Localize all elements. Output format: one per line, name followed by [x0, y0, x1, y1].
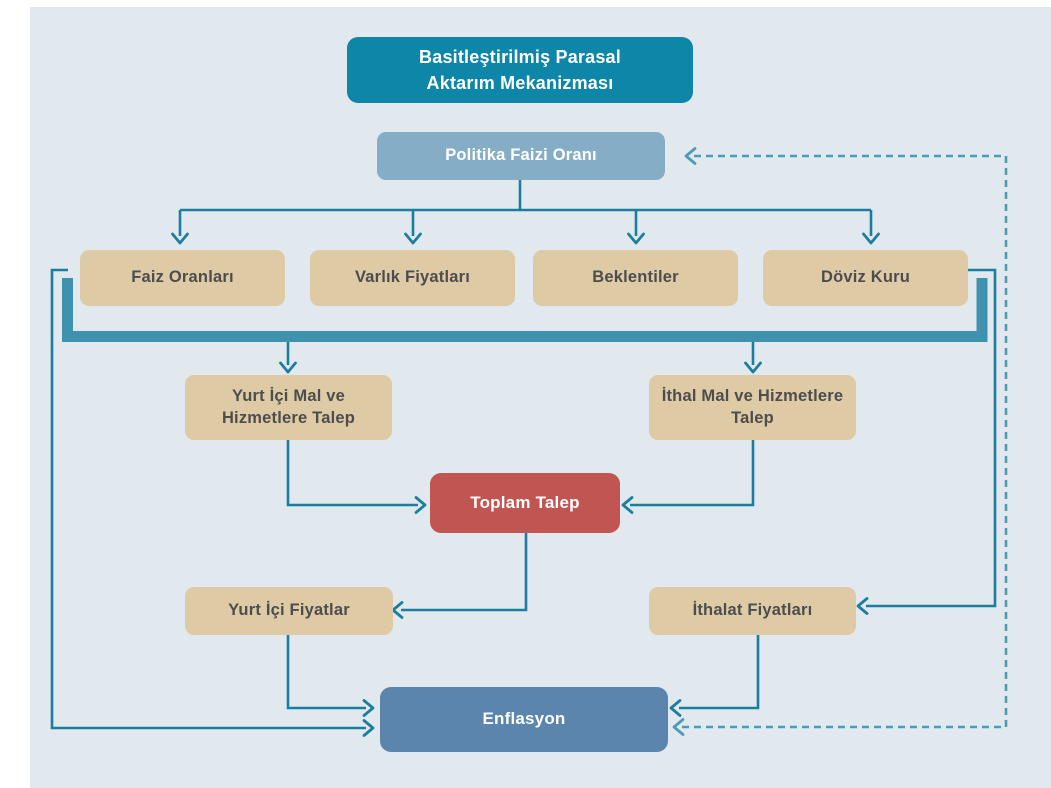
node-domestic-goods-demand: Yurt İçi Mal ve Hizmetlere Talep: [185, 375, 392, 440]
node-interest-rates: Faiz Oranları: [80, 250, 285, 306]
node-expectations: Beklentiler: [533, 250, 738, 306]
node-asset-prices: Varlık Fiyatları: [310, 250, 515, 306]
node-aggregate-demand: Toplam Talep: [430, 473, 620, 533]
diagram-panel: [30, 7, 1051, 788]
node-diagram-title: Basitleştirilmiş Parasal Aktarım Mekaniz…: [347, 37, 693, 103]
node-imported-goods-demand: İthal Mal ve Hizmetlere Talep: [649, 375, 856, 440]
node-domestic-prices: Yurt İçi Fiyatlar: [185, 587, 393, 635]
node-import-prices: İthalat Fiyatları: [649, 587, 856, 635]
node-exchange-rate: Döviz Kuru: [763, 250, 968, 306]
node-policy-rate: Politika Faizi Oranı: [377, 132, 665, 180]
node-inflation: Enflasyon: [380, 687, 668, 752]
